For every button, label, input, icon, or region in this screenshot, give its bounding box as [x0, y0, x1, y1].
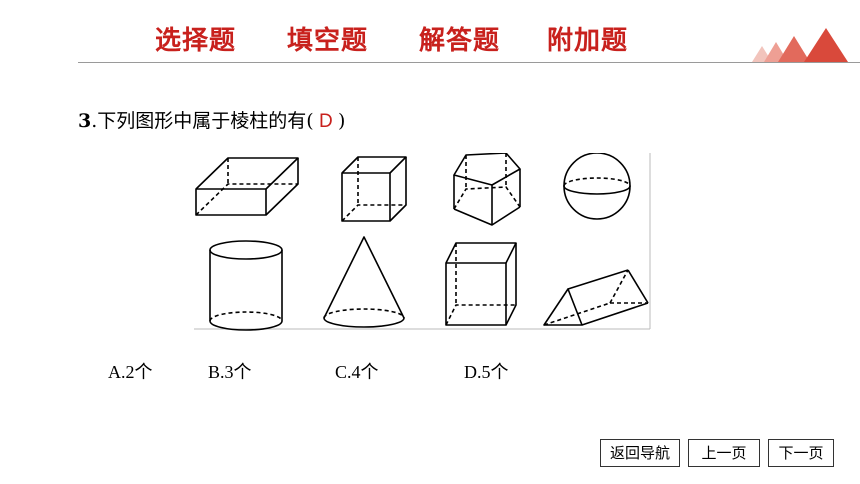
- sphere-shape: [563, 153, 631, 220]
- question-number: 3: [78, 110, 92, 132]
- back-to-nav-button[interactable]: 返回导航: [600, 439, 680, 467]
- option-b: B.3个: [208, 362, 252, 382]
- header-divider: [78, 62, 860, 63]
- option-c: C.4个: [335, 362, 379, 382]
- square-prism-shape: [445, 242, 517, 326]
- triangular-prism-shape: [543, 269, 649, 326]
- question-stem: .下列图形中属于棱柱的有(: [91, 110, 314, 132]
- question-answer: D: [313, 111, 338, 132]
- cone-shape: [323, 236, 405, 328]
- cylinder-shape: [209, 240, 283, 331]
- option-d: D.5个: [464, 362, 509, 382]
- question-close-paren: ): [337, 110, 346, 132]
- triangles-decoration-icon: [752, 28, 848, 62]
- tab-choice[interactable]: 选择题: [155, 26, 237, 56]
- prev-page-button[interactable]: 上一页: [688, 439, 760, 467]
- next-page-button[interactable]: 下一页: [768, 439, 834, 467]
- solids-figure: [194, 153, 651, 331]
- rectangular-prism-shape: [195, 157, 299, 216]
- question-text: 3.下列图形中属于棱柱的有( D ): [78, 106, 345, 133]
- tab-extra[interactable]: 附加题: [547, 26, 629, 56]
- option-a: A.2个: [108, 362, 153, 382]
- tab-fill-blank[interactable]: 填空题: [287, 26, 369, 56]
- header-tabs: 选择题 填空题 解答题 附加题: [0, 20, 860, 60]
- pentagonal-prism-shape: [453, 153, 521, 226]
- cube-shape: [341, 156, 407, 222]
- tab-answer[interactable]: 解答题: [419, 26, 501, 56]
